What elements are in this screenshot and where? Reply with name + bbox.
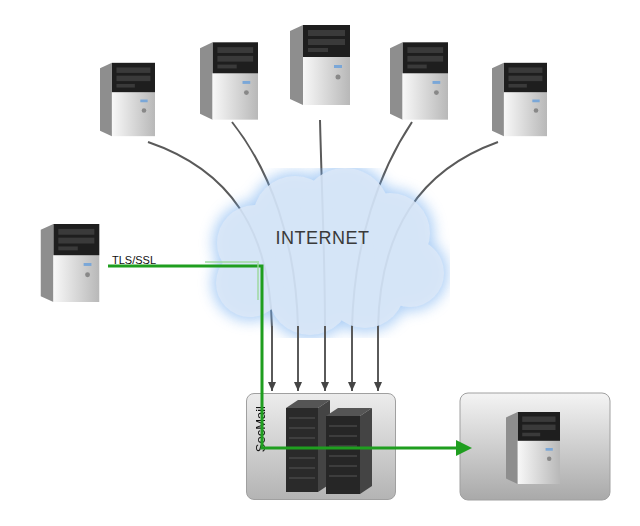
- computer-icon: [506, 412, 560, 484]
- computer-icon: [41, 224, 100, 302]
- destination-box: [460, 393, 610, 500]
- traffic-arrows: [268, 326, 382, 391]
- secure-path: [108, 262, 472, 456]
- computer-icon: [200, 42, 258, 119]
- computer-icon: [290, 25, 350, 105]
- internet-cloud: INTERNET: [195, 168, 450, 338]
- cloud-label: INTERNET: [195, 228, 450, 249]
- network-line: [148, 120, 498, 328]
- computer-icon: [390, 42, 448, 119]
- computer-icon: [492, 63, 547, 136]
- computer-icon: [100, 63, 155, 136]
- protocol-label: TLS/SSL: [112, 254, 156, 266]
- cloud-shape: [195, 168, 450, 338]
